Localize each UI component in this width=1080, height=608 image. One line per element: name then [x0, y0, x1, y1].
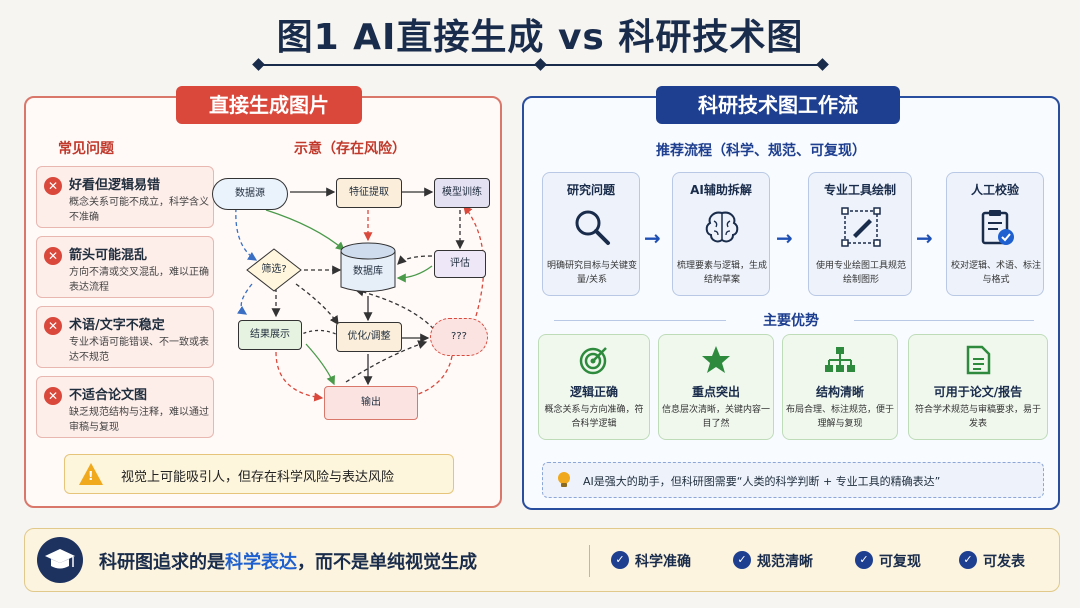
summary-text-before: 科研图追求的是 — [99, 552, 225, 573]
advantage-card: 重点突出 信息层次清晰，关键内容一目了然 — [658, 334, 774, 440]
check-icon: ✓ — [959, 551, 977, 569]
magnifier-icon — [575, 210, 610, 245]
advantage-desc: 概念关系与方向准确，符合科学逻辑 — [544, 405, 644, 429]
ai-note: AI是强大的助手，但科研图需要“人类的科学判断 + 专业工具的精确表达” — [542, 462, 1044, 498]
page-title: 图1 AI直接生成 vs 科研技术图 — [276, 17, 804, 58]
flow-node-filter: 筛选? — [261, 264, 287, 275]
check-item: ✓可复现 — [855, 551, 921, 571]
issue-desc: 方向不清或交叉混乱，难以正确表达流程 — [69, 267, 209, 293]
error-icon: ✕ — [44, 387, 62, 405]
check-item: ✓规范清晰 — [733, 551, 813, 571]
issue-desc: 缺乏规范结构与注释，难以通过审稿与复现 — [69, 407, 209, 433]
arrow-right-icon: → — [916, 226, 933, 250]
diagram-title: 示意（存在风险） — [294, 141, 406, 157]
step-desc: 梳理要素与逻辑，生成结构草案 — [677, 261, 768, 285]
step-title: AI辅助拆解 — [690, 183, 752, 197]
summary-text-after: ，而不是单纯视觉生成 — [297, 552, 477, 573]
divider — [589, 545, 590, 577]
advantage-title: 重点突出 — [691, 385, 740, 399]
issue-desc: 概念关系可能不成立，科学含义不准确 — [69, 197, 209, 223]
issue-title: 好看但逻辑易错 — [69, 178, 161, 193]
issues-title: 常见问题 — [58, 141, 114, 157]
error-icon: ✕ — [44, 177, 62, 195]
issue-title: 术语/文字不稳定 — [69, 318, 165, 333]
note-text: AI是强大的助手，但科研图需要“人类的科学判断 + 专业工具的精确表达” — [583, 475, 941, 488]
flow-node-feature: 特征提取 — [336, 178, 402, 208]
step-title: 人工校验 — [970, 183, 1019, 197]
flow-node-result: 结果展示 — [238, 320, 302, 350]
issue-card: ✕ 好看但逻辑易错 概念关系可能不成立，科学含义不准确 — [36, 166, 214, 228]
check-icon: ✓ — [733, 551, 751, 569]
flow-node-database-shape — [340, 242, 396, 292]
advantage-title: 可用于论文/报告 — [933, 385, 1023, 399]
step-card: AI辅助拆解 梳理要素与逻辑，生成结构草案 — [672, 172, 770, 296]
error-icon: ✕ — [44, 317, 62, 335]
risk-warning: ! 视觉上可能吸引人，但存在科学风险与表达风险 — [64, 454, 454, 494]
divider — [854, 320, 1034, 321]
flow-node-unknown: ??? — [430, 318, 488, 356]
summary-bar: 科研图追求的是科学表达，而不是单纯视觉生成 ✓科学准确 ✓规范清晰 ✓可复现 ✓… — [24, 528, 1060, 592]
warning-icon — [79, 463, 103, 485]
advantage-desc: 布局合理、标注规范，便于理解与复现 — [785, 405, 894, 429]
issue-title: 箭头可能混乱 — [69, 248, 148, 263]
step-card: 研究问题 明确研究目标与关键变量/关系 — [542, 172, 640, 296]
brain-icon — [705, 211, 739, 243]
divider-dot — [252, 58, 265, 71]
advantage-title: 逻辑正确 — [569, 385, 618, 399]
advantage-desc: 符合学术规范与审稿要求，易于发表 — [914, 405, 1041, 429]
flow-node-model: 模型训练 — [434, 178, 490, 208]
check-icon: ✓ — [611, 551, 629, 569]
flow-node-database: 数据库 — [353, 266, 383, 277]
issue-card: ✕ 术语/文字不稳定 专业术语可能错误、不一致或表达不规范 — [36, 306, 214, 368]
step-title: 研究问题 — [566, 183, 615, 197]
check-item: ✓可发表 — [959, 551, 1025, 571]
advantage-card: 逻辑正确 概念关系与方向准确，符合科学逻辑 — [538, 334, 650, 440]
star-icon — [702, 346, 730, 373]
divider — [554, 320, 726, 321]
flow-node-eval: 评估 — [434, 250, 486, 278]
check-icon: ✓ — [855, 551, 873, 569]
document-icon — [966, 345, 991, 375]
vector-pen-icon — [841, 207, 881, 247]
step-desc: 校对逻辑、术语、标注与格式 — [951, 261, 1042, 285]
graduation-cap-icon — [37, 537, 83, 583]
issue-card: ✕ 不适合论文图 缺乏规范结构与注释，难以通过审稿与复现 — [36, 376, 214, 438]
lightbulb-icon — [558, 472, 570, 487]
error-icon: ✕ — [44, 247, 62, 265]
direct-generation-panel: 直接生成图片 常见问题 示意（存在风险） ✕ 好看但逻辑易错 概念关系可能不成立… — [24, 86, 502, 508]
flow-node-data-source: 数据源 — [212, 178, 288, 210]
flow-node-output: 输出 — [324, 386, 418, 420]
research-workflow-panel: 科研技术图工作流 推荐流程（科学、规范、可复现） 研究问题 明确研究目标与关键变… — [522, 86, 1060, 510]
advantage-card: 结构清晰 布局合理、标注规范，便于理解与复现 — [782, 334, 898, 440]
messy-flow-diagram: 数据源 特征提取 模型训练 筛选? 数据库 评估 结果展示 优化/调整 ??? … — [206, 166, 496, 432]
workflow-heading: 科研技术图工作流 — [656, 86, 900, 124]
advantage-desc: 信息层次清晰，关键内容一目了然 — [661, 405, 770, 429]
direct-generation-heading: 直接生成图片 — [176, 86, 362, 124]
clipboard-check-icon — [981, 210, 1014, 245]
arrow-right-icon: → — [776, 226, 793, 250]
arrow-right-icon: → — [644, 226, 661, 250]
flow-title: 推荐流程（科学、规范、可复现） — [656, 143, 866, 159]
warning-text: 视觉上可能吸引人，但存在科学风险与表达风险 — [121, 470, 395, 485]
issue-title: 不适合论文图 — [69, 388, 148, 403]
step-desc: 使用专业绘图工具规范绘制图形 — [815, 261, 906, 285]
advantages-title: 主要优势 — [763, 313, 819, 329]
hierarchy-icon — [825, 347, 855, 372]
step-card: 人工校验 校对逻辑、术语、标注与格式 — [946, 172, 1044, 296]
advantage-title: 结构清晰 — [815, 385, 864, 399]
summary-text: 科研图追求的是科学表达，而不是单纯视觉生成 — [99, 548, 477, 574]
divider-dot — [816, 58, 829, 71]
step-title: 专业工具绘制 — [823, 183, 896, 197]
check-item: ✓科学准确 — [611, 551, 691, 571]
step-card: 专业工具绘制 使用专业绘图工具规范绘制图形 — [808, 172, 912, 296]
advantage-card: 可用于论文/报告 符合学术规范与审稿要求，易于发表 — [908, 334, 1048, 440]
divider-dot — [534, 58, 547, 71]
issue-desc: 专业术语可能错误、不一致或表达不规范 — [69, 337, 209, 363]
target-icon — [579, 347, 607, 375]
step-desc: 明确研究目标与关键变量/关系 — [547, 261, 638, 285]
flow-node-filter-shape — [246, 248, 302, 292]
summary-highlight: 科学表达 — [225, 552, 297, 573]
issue-card: ✕ 箭头可能混乱 方向不清或交叉混乱，难以正确表达流程 — [36, 236, 214, 298]
flow-node-optimize: 优化/调整 — [336, 322, 402, 352]
